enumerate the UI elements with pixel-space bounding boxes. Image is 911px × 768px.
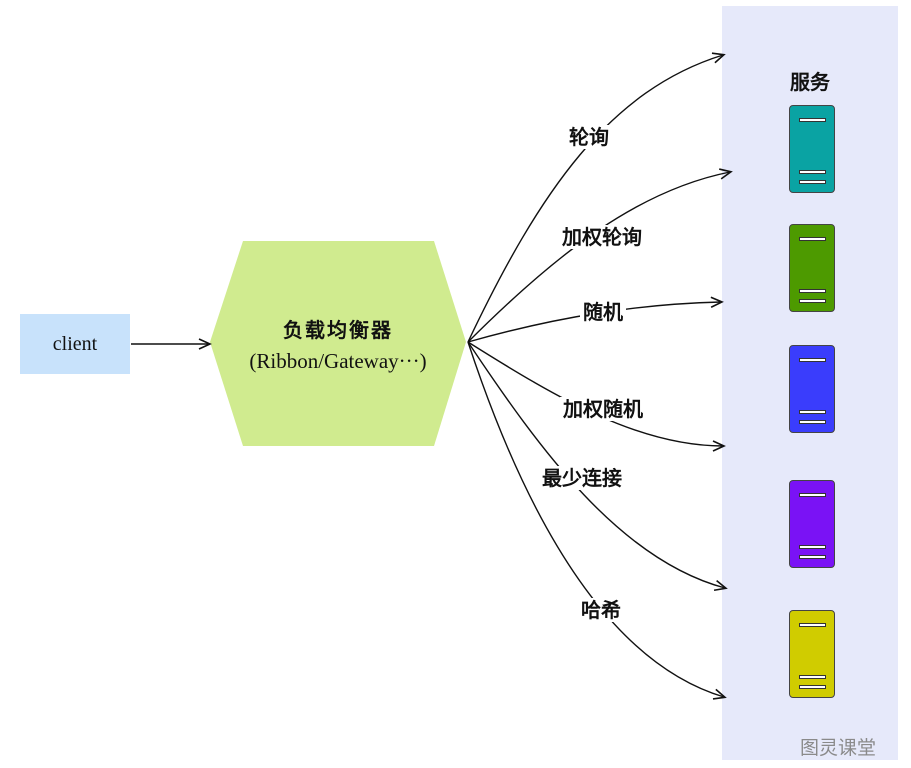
strategy-label-weighted-random: 加权随机: [560, 397, 646, 421]
server-icon-teal: [789, 105, 835, 193]
load-balancer-subtitle: (Ribbon/Gateway···): [249, 349, 427, 373]
server-icon-purple: [789, 480, 835, 568]
edge-weighted-random: [467, 341, 726, 452]
edge-hash: [467, 341, 727, 700]
edge-round-robin: [467, 52, 726, 343]
strategy-label-random: 随机: [580, 300, 626, 324]
edge-least-connections: [467, 341, 728, 592]
service-title: 服务: [790, 70, 830, 94]
watermark: 图灵课堂: [800, 737, 877, 759]
load-balancer-hexagon: [210, 241, 466, 446]
strategy-label-weighted-round-robin: 加权轮询: [559, 225, 645, 249]
client-label: client: [52, 332, 98, 355]
strategy-label-hash: 哈希: [578, 598, 624, 622]
load-balancer-label: 负载均衡器 (Ribbon/Gateway···): [218, 314, 458, 374]
client-node: client: [20, 314, 130, 374]
strategy-label-round-robin: 轮询: [566, 125, 612, 149]
server-icon-yellow: [789, 610, 835, 698]
strategy-label-least-connections: 最少连接: [539, 466, 625, 490]
server-icon-blue: [789, 345, 835, 433]
server-icon-green: [789, 224, 835, 312]
load-balancer-title: 负载均衡器: [283, 318, 393, 342]
